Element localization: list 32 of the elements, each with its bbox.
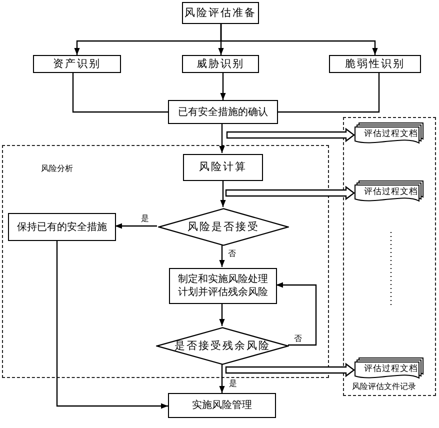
hollow-arrow — [225, 362, 355, 378]
edge-label: 是 — [140, 214, 150, 223]
connector-line — [72, 73, 168, 113]
group-title: 风险评估文件记录 — [352, 381, 416, 393]
process-box: 资产识别 — [33, 55, 121, 73]
edge-label: 否 — [227, 249, 237, 258]
decision-diamond: 风险是否接受 — [158, 208, 289, 246]
arrow — [220, 73, 226, 100]
arrow — [219, 124, 225, 153]
process-box: 已有安全措施的确认 — [168, 100, 278, 124]
arrow — [219, 245, 225, 267]
process-box: 威胁识别 — [182, 55, 259, 73]
arrow — [115, 223, 157, 229]
process-box: 风险计算 — [183, 154, 263, 181]
hollow-arrow — [226, 128, 355, 142]
arrow — [220, 180, 226, 207]
process-box: 保持已有的安全措施 — [8, 213, 116, 241]
arrow — [219, 364, 225, 393]
group-title: 风险分析 — [41, 163, 73, 175]
edge-label: 是 — [228, 379, 238, 388]
edge-label: 否 — [293, 334, 303, 343]
arrow — [276, 282, 317, 346]
connector-line — [278, 73, 380, 113]
decision-diamond: 是否接受残余风险 — [156, 327, 289, 365]
process-box: 脆弱性识别 — [329, 55, 421, 73]
arrow — [56, 240, 168, 409]
process-box: 风险评估准备 — [182, 2, 259, 24]
process-box: 实施风险管理 — [168, 393, 276, 418]
hollow-arrow — [225, 186, 355, 200]
process-box: 制定和实施风险处理计划并评估残余风险 — [169, 268, 277, 304]
arrow — [219, 303, 225, 326]
arrow — [220, 24, 378, 55]
